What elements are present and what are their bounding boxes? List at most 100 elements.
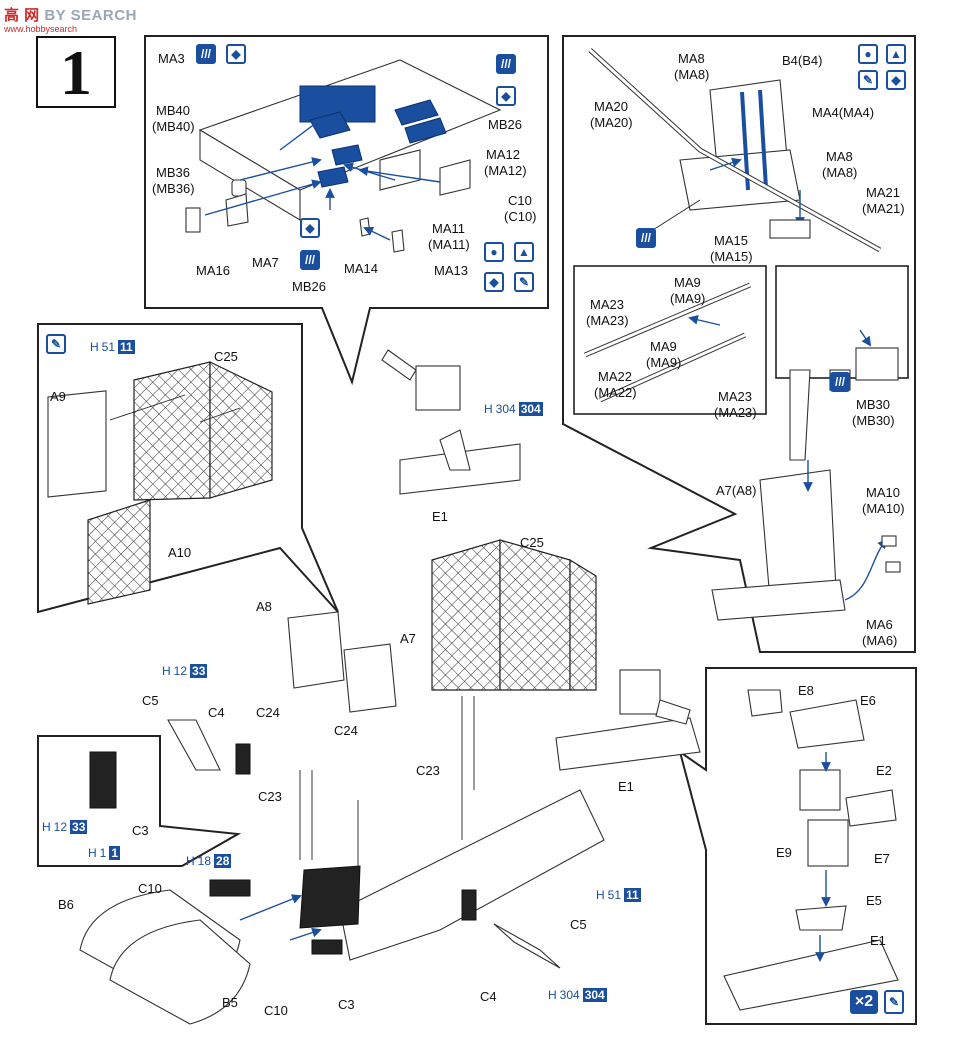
floor-plate xyxy=(239,696,605,961)
label-ma21-alt: (MA21) xyxy=(862,201,905,216)
label-c3-bottom: C3 xyxy=(338,997,355,1012)
both-sides-icon: ◆ xyxy=(496,86,516,106)
label-e1-top: E1 xyxy=(432,509,448,524)
e1-pedestal-mid xyxy=(555,669,701,771)
arrow-up-icon: ▲ xyxy=(514,242,534,262)
both-sides-icon: ◆ xyxy=(300,218,320,238)
label-ma9-a: MA9 xyxy=(674,275,701,290)
seats-center xyxy=(287,611,397,713)
callout-right-bottom xyxy=(678,667,917,1025)
label-c3-small: C3 xyxy=(132,823,149,838)
label-a7-a8: A7(A8) xyxy=(716,483,757,498)
label-c24-a: C24 xyxy=(256,705,280,720)
label-c23-a: C23 xyxy=(416,763,440,778)
arrow-up-icon: ▲ xyxy=(886,44,906,64)
label-e8: E8 xyxy=(798,683,814,698)
label-mb40: MB40 xyxy=(156,103,190,118)
label-c25-left: C25 xyxy=(214,349,238,364)
label-ma7: MA7 xyxy=(252,255,279,270)
label-ma15-alt: (MA15) xyxy=(710,249,753,264)
label-c10-a: C10 xyxy=(138,881,162,896)
label-ma15: MA15 xyxy=(714,233,748,248)
label-a9: A9 xyxy=(50,389,66,404)
label-ma3: MA3 xyxy=(158,51,185,66)
brush-icon: ✎ xyxy=(514,272,534,292)
label-c5-bottom: C5 xyxy=(570,917,587,932)
callout-small-left xyxy=(37,735,242,867)
paint-icon: /// xyxy=(196,44,216,64)
step-number: 1 xyxy=(36,36,116,108)
label-b6: B6 xyxy=(58,897,74,912)
label-ma9-b: MA9 xyxy=(650,339,677,354)
brush-icon: ✎ xyxy=(884,990,904,1014)
label-ma10-alt: (MA10) xyxy=(862,501,905,516)
label-mb26-top: MB26 xyxy=(488,117,522,132)
label-ma8-mid-alt: (MA8) xyxy=(822,165,858,180)
label-ma14: MA14 xyxy=(344,261,378,276)
label-c10-alt: (C10) xyxy=(504,209,537,224)
small-parts xyxy=(167,719,561,969)
paint-icon: /// xyxy=(300,250,320,270)
seat-a7-detail xyxy=(711,369,901,621)
label-mb40-alt: (MB40) xyxy=(152,119,195,134)
label-ma11-alt: (MA11) xyxy=(428,237,470,252)
label-ma11: MA11 xyxy=(432,221,465,236)
mesh-panel-callout xyxy=(47,361,273,605)
label-mb36-alt: (MB36) xyxy=(152,181,195,196)
label-ma13: MA13 xyxy=(434,263,468,278)
label-c25-center: C25 xyxy=(520,535,544,550)
label-ma21: MA21 xyxy=(866,185,900,200)
seat-belt-sketch xyxy=(588,48,882,253)
label-e1-bottom: E1 xyxy=(870,933,886,948)
label-ma22-alt: (MA22) xyxy=(594,385,637,400)
label-c10: C10 xyxy=(508,193,532,208)
label-a7: A7 xyxy=(400,631,416,646)
paint-icon: /// xyxy=(636,228,656,248)
label-mb30-alt: (MB30) xyxy=(852,413,895,428)
label-ma23-alt: (MA23) xyxy=(586,313,629,328)
label-e9: E9 xyxy=(776,845,792,860)
both-sides-icon: ◆ xyxy=(484,272,504,292)
brush-icon: ✎ xyxy=(46,334,66,354)
label-ma9-b-alt: (MA9) xyxy=(646,355,682,370)
paint-icon: /// xyxy=(496,54,516,74)
both-sides-icon: ◆ xyxy=(886,70,906,90)
belt-details xyxy=(584,282,751,403)
label-ma8-top-alt: (MA8) xyxy=(674,67,710,82)
cabin-sketch xyxy=(185,59,502,253)
label-ma10: MA10 xyxy=(866,485,900,500)
label-ma12: MA12 xyxy=(486,147,520,162)
small-callout-detail xyxy=(89,751,117,809)
label-e1-mid: E1 xyxy=(618,779,634,794)
label-ma23-mid: MA23 xyxy=(718,389,752,404)
glue-icon: ● xyxy=(858,44,878,64)
label-ma6: MA6 xyxy=(866,617,893,632)
label-ma12-alt: (MA12) xyxy=(484,163,527,178)
label-c10-b: C10 xyxy=(264,1003,288,1018)
label-ma23: MA23 xyxy=(590,297,624,312)
label-ma23-mid-alt: (MA23) xyxy=(714,405,757,420)
label-ma20-alt: (MA20) xyxy=(590,115,633,130)
label-c23-b: C23 xyxy=(258,789,282,804)
label-c4-left: C4 xyxy=(208,705,225,720)
label-c24-b: C24 xyxy=(334,723,358,738)
label-a10: A10 xyxy=(168,545,192,560)
e1-pedestal-top xyxy=(381,349,521,495)
watermark-sub: www.hobbysearch xyxy=(4,24,78,34)
brush-icon: ✎ xyxy=(858,70,878,90)
label-b5: B5 xyxy=(222,995,238,1010)
c25-mesh-center xyxy=(431,539,597,691)
label-mb26-bottom: MB26 xyxy=(292,279,326,294)
label-ma20: MA20 xyxy=(594,99,628,114)
round-plates xyxy=(79,889,251,1025)
label-ma8-mid: MA8 xyxy=(826,149,853,164)
label-ma8-top: MA8 xyxy=(678,51,705,66)
